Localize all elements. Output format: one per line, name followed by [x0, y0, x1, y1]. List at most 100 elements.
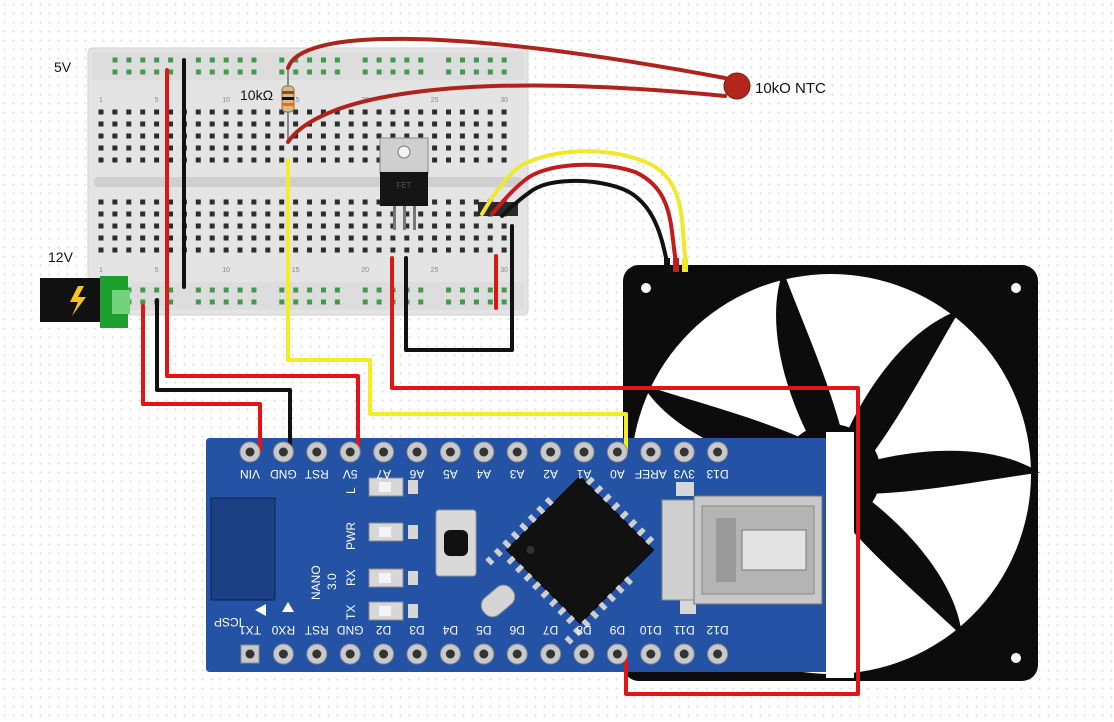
- pin-hole: [546, 447, 556, 457]
- breadboard-hole: [237, 235, 243, 241]
- breadboard-hole: [112, 247, 118, 253]
- breadboard-hole: [404, 109, 410, 115]
- breadboard-hole: [418, 235, 424, 241]
- breadboard-hole: [126, 235, 132, 241]
- breadboard-rail-hole: [168, 287, 174, 293]
- pin-hole: [245, 447, 255, 457]
- wire-black-mosfet-gnd: [404, 224, 514, 352]
- breadboard-hole: [140, 109, 146, 115]
- breadboard-rail-hole: [501, 57, 507, 63]
- fan-blade: [831, 310, 960, 474]
- breadboard-hole: [362, 247, 368, 253]
- arduino-nano-board: [40, 276, 854, 678]
- triangle-marker-icon: [282, 602, 294, 612]
- power-jack-12v: [40, 276, 130, 328]
- pin-hole: [679, 649, 689, 659]
- breadboard-hole: [279, 211, 285, 217]
- pin-label-top: A7: [376, 467, 391, 481]
- breadboard-rail-hole: [195, 287, 201, 293]
- pin-hole: [479, 649, 489, 659]
- breadboard-hole: [487, 121, 493, 127]
- breadboard-hole: [154, 109, 160, 115]
- breadboard-rail-hole: [307, 299, 313, 305]
- breadboard-hole: [112, 235, 118, 241]
- breadboard-hole: [223, 235, 229, 241]
- breadboard-hole: [223, 247, 229, 253]
- pin-hole: [713, 649, 723, 659]
- breadboard-hole: [168, 247, 173, 253]
- breadboard-rail-hole: [223, 57, 229, 63]
- mcu-chip: [485, 475, 655, 645]
- breadboard-hole: [348, 235, 354, 241]
- breadboard-hole: [154, 235, 160, 241]
- breadboard-hole: [154, 121, 160, 127]
- breadboard-hole: [320, 145, 326, 151]
- breadboard-hole: [154, 157, 160, 163]
- breadboard-rail-hole: [154, 287, 160, 293]
- breadboard-hole: [279, 247, 285, 253]
- breadboard-hole: [473, 199, 479, 205]
- breadboard-hole: [459, 247, 465, 253]
- pin-hole: [412, 447, 422, 457]
- breadboard-hole: [237, 247, 243, 253]
- breadboard-hole: [140, 199, 146, 205]
- breadboard-hole: [404, 133, 410, 139]
- pin-hole: [612, 649, 622, 659]
- breadboard-rail-hole: [293, 287, 299, 293]
- breadboard-hole: [432, 235, 438, 241]
- breadboard-hole: [446, 157, 451, 163]
- pin-label-bottom: D10: [639, 623, 661, 637]
- breadboard-hole: [390, 235, 396, 241]
- breadboard-hole: [390, 211, 396, 217]
- breadboard-hole: [320, 109, 326, 115]
- breadboard-hole: [265, 109, 271, 115]
- breadboard-hole: [140, 145, 146, 151]
- pin-hole: [546, 649, 556, 659]
- breadboard-rail-hole: [460, 287, 465, 293]
- breadboard-hole: [265, 235, 271, 241]
- breadboard-hole: [140, 121, 146, 127]
- breadboard-hole: [376, 145, 382, 151]
- breadboard-hole: [376, 157, 382, 163]
- breadboard-column-number: 5: [155, 267, 159, 274]
- breadboard-hole: [404, 223, 410, 229]
- breadboard-hole: [487, 145, 493, 151]
- breadboard-hole: [376, 133, 382, 139]
- breadboard-hole: [237, 109, 243, 115]
- breadboard-hole: [320, 157, 326, 163]
- breadboard-hole: [265, 223, 271, 229]
- breadboard-hole: [432, 199, 438, 205]
- pin-hole: [646, 649, 656, 659]
- pin-label-bottom: D3: [409, 623, 425, 637]
- breadboard-hole: [279, 223, 285, 229]
- breadboard-hole: [376, 235, 382, 241]
- usb-mini-connector: [661, 495, 823, 605]
- breadboard-rail-hole: [460, 299, 465, 305]
- breadboard-rail-hole: [362, 299, 368, 305]
- breadboard-hole: [320, 223, 326, 229]
- breadboard-hole: [446, 223, 451, 229]
- breadboard-rail-hole: [376, 299, 382, 305]
- breadboard-hole: [168, 145, 173, 151]
- breadboard-rail-hole: [501, 69, 507, 75]
- breadboard-rail-hole: [501, 287, 507, 293]
- breadboard-hole: [126, 211, 132, 217]
- breadboard-rail-hole: [168, 57, 174, 63]
- breadboard-column-number: 25: [431, 97, 439, 104]
- label-led-tx: TX: [344, 605, 358, 620]
- breadboard-hole: [195, 223, 201, 229]
- breadboard-hole: [487, 157, 493, 163]
- breadboard-hole: [432, 157, 438, 163]
- breadboard-hole: [307, 199, 312, 205]
- pin-label-bottom: D11: [673, 623, 694, 637]
- breadboard-hole: [195, 133, 201, 139]
- breadboard-hole: [418, 133, 424, 139]
- breadboard-hole: [209, 157, 215, 163]
- breadboard-hole: [112, 199, 118, 205]
- breadboard-hole: [487, 235, 493, 241]
- breadboard-hole: [140, 211, 146, 217]
- breadboard-hole: [487, 109, 493, 115]
- breadboard-hole: [223, 109, 229, 115]
